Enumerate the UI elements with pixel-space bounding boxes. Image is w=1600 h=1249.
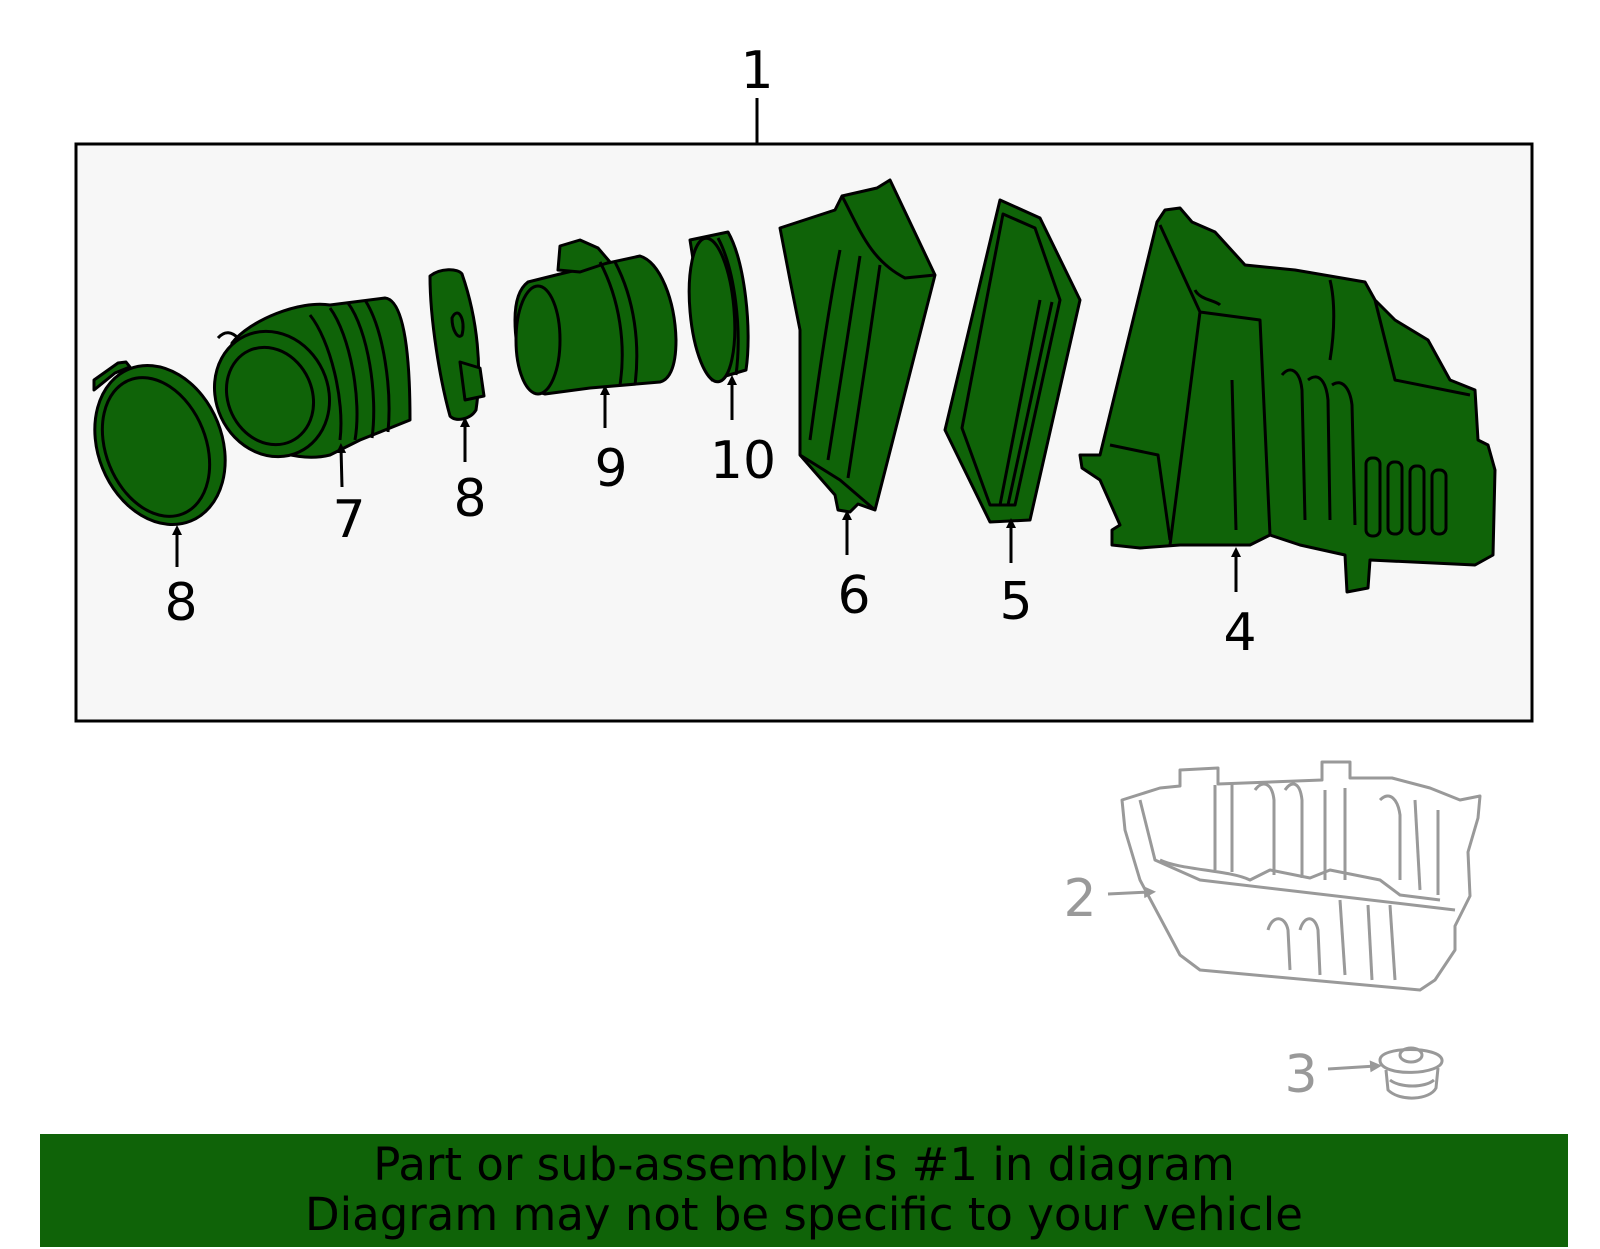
intake-duct-part[interactable] xyxy=(194,296,412,476)
callout-6: 6 xyxy=(837,566,870,626)
air-cleaner-cover-part[interactable] xyxy=(778,178,937,514)
clamp-small-part[interactable] xyxy=(428,268,486,421)
mass-airflow-sensor-part[interactable] xyxy=(513,238,678,396)
callout-3: 3 xyxy=(1284,1045,1317,1105)
leader-arrows xyxy=(172,375,1241,592)
callout-1: 1 xyxy=(740,41,773,101)
seal-ring-part[interactable] xyxy=(684,230,750,384)
grommet-part[interactable] xyxy=(1378,1046,1444,1100)
air-filter-part[interactable] xyxy=(943,198,1082,524)
air-cleaner-lower-housing-part[interactable] xyxy=(1120,760,1482,992)
callout-8-center: 8 xyxy=(453,469,486,529)
info-banner: Part or sub-assembly is #1 in diagram Di… xyxy=(40,1134,1568,1247)
air-cleaner-housing-part[interactable] xyxy=(1078,206,1497,594)
banner-line-2: Diagram may not be specific to your vehi… xyxy=(305,1188,1303,1241)
callout-8-left: 8 xyxy=(164,573,197,633)
callout-9: 9 xyxy=(594,439,627,499)
callout-7: 7 xyxy=(332,490,365,550)
leader-arrows-unselected xyxy=(1107,886,1382,1073)
callout-5: 5 xyxy=(999,572,1032,632)
banner-line-1: Part or sub-assembly is #1 in diagram xyxy=(373,1138,1235,1191)
clamp-ring-left-part[interactable] xyxy=(72,346,248,545)
callout-10: 10 xyxy=(710,431,776,491)
callout-4: 4 xyxy=(1223,603,1256,663)
callout-2: 2 xyxy=(1063,869,1096,929)
